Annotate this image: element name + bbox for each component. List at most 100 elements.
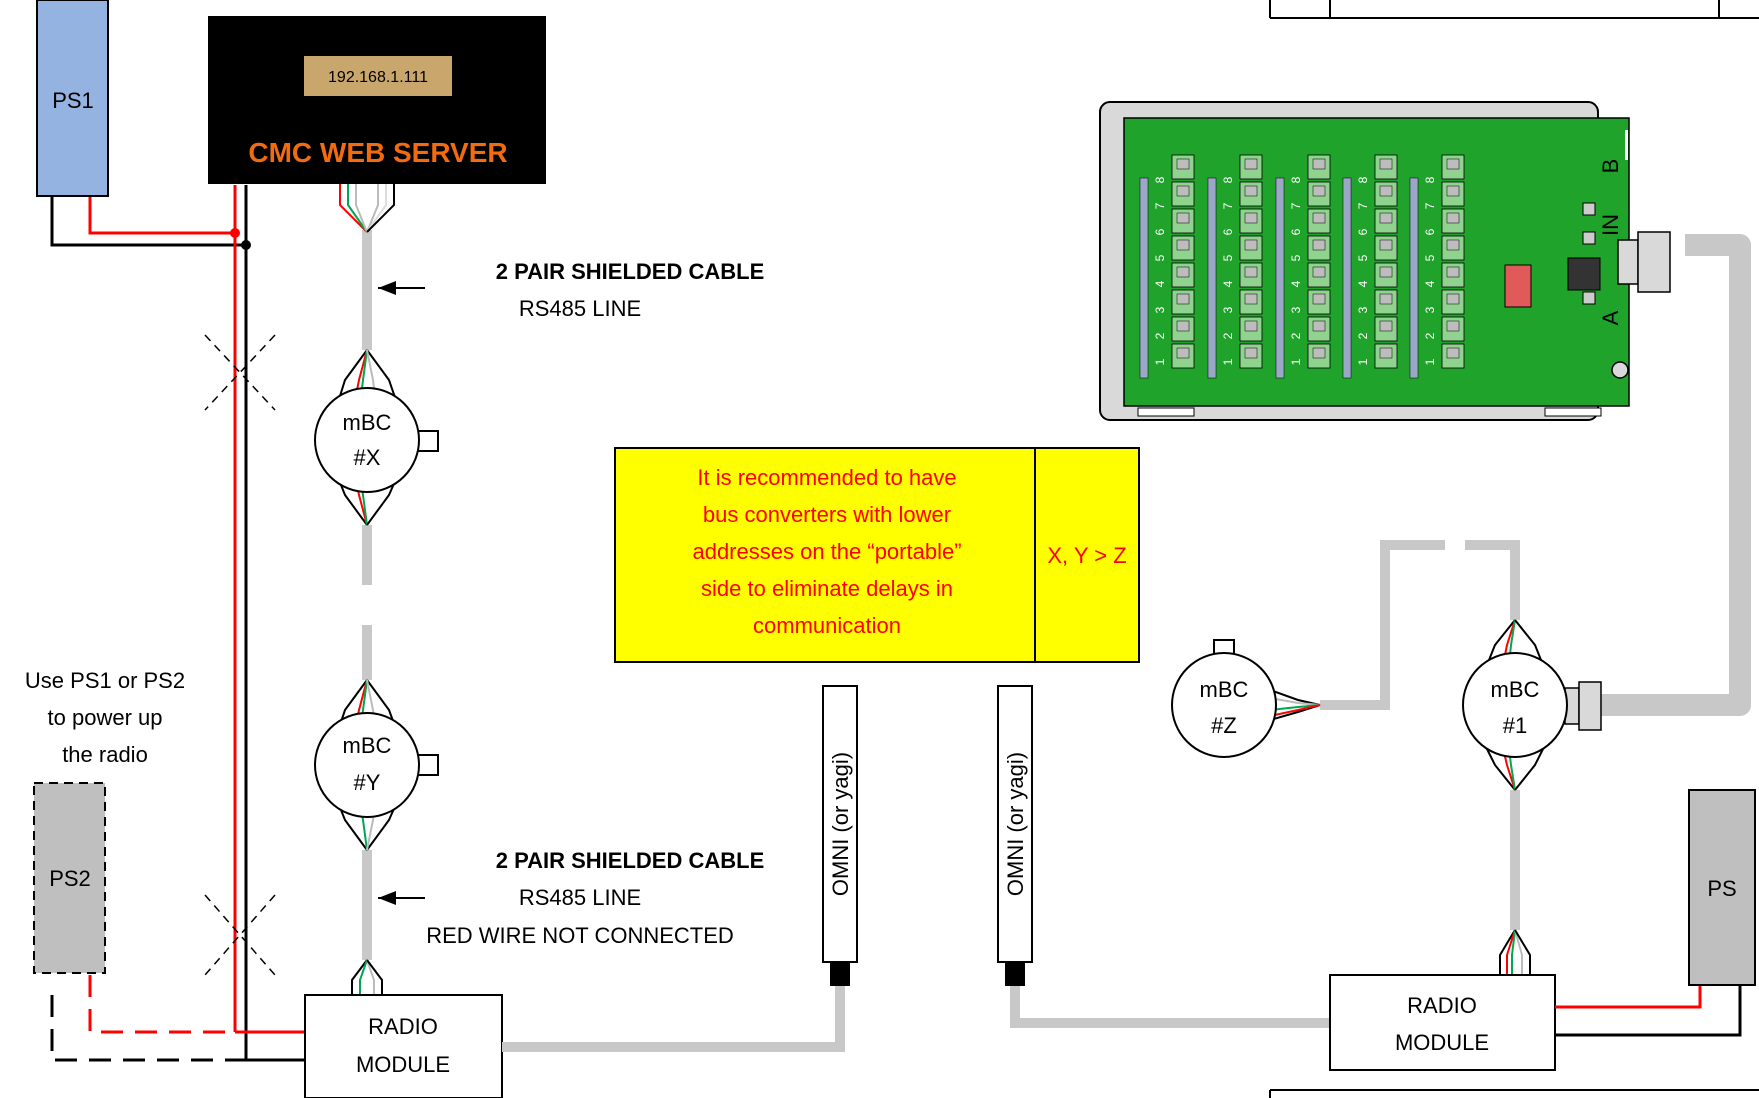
mbc-z-name: mBC <box>1200 677 1249 702</box>
board-channel-label: 4 <box>1153 280 1167 287</box>
board-terminal-screw <box>1244 185 1258 197</box>
ps-hint-line-1: Use PS1 or PS2 <box>25 668 185 693</box>
board-channel-label: 5 <box>1289 254 1303 261</box>
board-terminal-screw <box>1446 320 1460 332</box>
ps-hint-line-2: to power up <box>48 705 163 730</box>
board-channel-label: 6 <box>1153 228 1167 235</box>
board-terminal-screw <box>1176 266 1190 278</box>
power-wires <box>50 185 305 1062</box>
board-channel-label: 8 <box>1153 176 1167 183</box>
board-channel-label: 4 <box>1356 280 1370 287</box>
cable2-note: RED WIRE NOT CONNECTED <box>426 923 734 948</box>
board-channel-label: 1 <box>1153 358 1167 365</box>
board-terminal-screw <box>1379 212 1393 224</box>
radio-right-line-1: RADIO <box>1407 993 1477 1018</box>
mbc-x: mBC #X <box>314 349 439 526</box>
board-terminal-screw <box>1379 320 1393 332</box>
cable1-title: 2 PAIR SHIELDED CABLE <box>496 259 765 284</box>
recommendation-note: It is recommended to have bus converters… <box>614 447 1140 663</box>
mbc-x-id: #X <box>354 445 381 470</box>
board-channel-label: 4 <box>1423 280 1437 287</box>
cmc-web-server: 192.168.1.111 CMC WEB SERVER <box>208 16 546 184</box>
board-channel-label: 2 <box>1356 332 1370 339</box>
board-rail <box>1275 177 1285 379</box>
rs485-cable-right <box>1320 234 1751 930</box>
board-channel-label: 7 <box>1153 202 1167 209</box>
cable1-line: RS485 LINE <box>519 296 641 321</box>
ps1-label: PS1 <box>52 88 94 113</box>
antenna-right-label: OMNI (or yagi) <box>1003 752 1028 896</box>
board-channel-label: 1 <box>1356 358 1370 365</box>
board-channel-label: 7 <box>1356 202 1370 209</box>
board-terminal-screw <box>1176 320 1190 332</box>
board-terminal-screw <box>1379 239 1393 251</box>
board-terminal-screw <box>1312 212 1326 224</box>
board-channel-label: 6 <box>1221 228 1235 235</box>
board-terminal-screw <box>1379 158 1393 170</box>
cut-mark-upper <box>204 334 276 411</box>
board-terminal-screw <box>1176 185 1190 197</box>
board-terminal-screw <box>1176 212 1190 224</box>
board-label-in: IN <box>1598 214 1623 236</box>
board-terminal-screw <box>1379 266 1393 278</box>
server-title: CMC WEB SERVER <box>248 137 507 168</box>
board-terminal-screw <box>1312 266 1326 278</box>
board-terminal-screw <box>1244 293 1258 305</box>
board-channel-label: 5 <box>1221 254 1235 261</box>
ps1-box: PS1 <box>36 0 109 197</box>
note-line-5: communication <box>753 613 901 638</box>
radio-left-line-1: RADIO <box>368 1014 438 1039</box>
mbc-1: mBC #1 <box>1462 619 1602 791</box>
board-channel-label: 3 <box>1153 306 1167 313</box>
board-terminal-screw <box>1244 239 1258 251</box>
mbc-y-name: mBC <box>343 733 392 758</box>
terminal-board: 1234567812345678123456781234567812345678… <box>1099 101 1671 421</box>
board-channel-label: 7 <box>1221 202 1235 209</box>
board-channel-label: 5 <box>1153 254 1167 261</box>
board-terminal-screw <box>1244 266 1258 278</box>
note-line-1: It is recommended to have <box>697 465 956 490</box>
cable2-line: RS485 LINE <box>519 885 641 910</box>
board-channel-label: 3 <box>1289 306 1303 313</box>
radio-module-right: RADIO MODULE <box>1329 974 1556 1071</box>
board-terminal-screw <box>1244 158 1258 170</box>
radio-module-left: RADIO MODULE <box>304 994 503 1098</box>
board-channel-label: 5 <box>1356 254 1370 261</box>
top-right-table-fragment <box>1269 0 1759 1098</box>
board-terminal-screw <box>1379 347 1393 359</box>
ps-right-label: PS <box>1707 876 1736 901</box>
board-channel-label: 3 <box>1423 306 1437 313</box>
radio-left-wire-fan <box>351 959 383 995</box>
board-terminal-screw <box>1379 293 1393 305</box>
board-terminal-screw <box>1176 239 1190 251</box>
board-label-b: B <box>1598 159 1623 174</box>
board-rail <box>1409 177 1419 379</box>
radio-right-line-2: MODULE <box>1395 1030 1489 1055</box>
board-terminal-screw <box>1446 212 1460 224</box>
board-terminal-screw <box>1312 293 1326 305</box>
board-channel-label: 8 <box>1221 176 1235 183</box>
mbc-y: mBC #Y <box>314 679 439 851</box>
mbc-y-id: #Y <box>354 770 381 795</box>
board-rail <box>1207 177 1217 379</box>
cable-annotation-upper: 2 PAIR SHIELDED CABLE RS485 LINE <box>378 259 764 321</box>
board-terminal-screw <box>1312 347 1326 359</box>
board-rail <box>1139 177 1149 379</box>
board-terminal-screw <box>1176 158 1190 170</box>
board-terminal-screw <box>1312 239 1326 251</box>
mbc-1-id: #1 <box>1503 713 1527 738</box>
mbc-1-name: mBC <box>1491 677 1540 702</box>
board-channel-label: 4 <box>1289 280 1303 287</box>
board-terminal-screw <box>1446 293 1460 305</box>
ps-hint: Use PS1 or PS2 to power up the radio <box>25 668 185 767</box>
board-channel-label: 3 <box>1356 306 1370 313</box>
ps2-box: PS2 <box>33 782 106 974</box>
board-terminal-screw <box>1312 320 1326 332</box>
note-line-4: side to eliminate delays in <box>701 576 953 601</box>
note-condition: X, Y > Z <box>1047 543 1126 568</box>
antenna-right: OMNI (or yagi) <box>997 685 1330 1028</box>
board-terminal-screw <box>1446 347 1460 359</box>
cable2-title: 2 PAIR SHIELDED CABLE <box>496 848 765 873</box>
board-terminal-screw <box>1446 266 1460 278</box>
antenna-left: OMNI (or yagi) <box>502 685 858 1052</box>
